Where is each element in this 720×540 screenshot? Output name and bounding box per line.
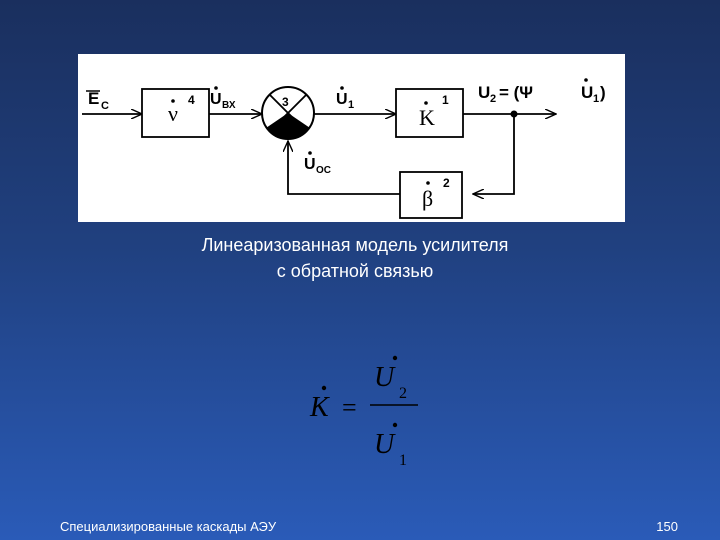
block-k-dot bbox=[424, 101, 428, 105]
u-oc-dot bbox=[308, 151, 312, 155]
input-label-sub: C bbox=[101, 100, 109, 112]
formula-numerator-sub: 2 bbox=[399, 385, 407, 402]
formula-denominator-sub: 1 bbox=[399, 452, 407, 469]
u-oc-sub: OC bbox=[316, 165, 331, 176]
summator-num: 3 bbox=[282, 95, 289, 109]
diagram-caption: Линеаризованная модель усилителя с обрат… bbox=[100, 232, 610, 284]
output-label-u: U bbox=[581, 83, 593, 102]
block-nu-num: 4 bbox=[188, 93, 195, 107]
output-label-u-sub: 1 bbox=[593, 93, 599, 105]
formula-denominator-dot bbox=[392, 422, 398, 428]
output-label-rest: = (Ψ bbox=[499, 83, 533, 102]
block-diagram-svg: E C ν 4 U ВХ 3 U 1 K 1 bbox=[82, 78, 606, 219]
formula-lhs-dot bbox=[321, 385, 327, 391]
block-nu bbox=[141, 88, 210, 138]
block-k bbox=[395, 88, 464, 138]
output-u-dot bbox=[584, 78, 588, 82]
footer-page-number: 150 bbox=[656, 519, 678, 534]
u1-label: U bbox=[336, 91, 348, 108]
u-vx-dot bbox=[214, 86, 218, 90]
formula-denominator: U bbox=[374, 429, 396, 460]
block-nu-dot bbox=[171, 99, 175, 103]
formula-numerator-dot bbox=[392, 355, 398, 361]
u1-dot bbox=[340, 86, 344, 90]
feedback-to-summator bbox=[288, 141, 400, 195]
output-label-sub: 2 bbox=[490, 93, 496, 105]
caption-line-1: Линеаризованная модель усилителя bbox=[201, 235, 509, 255]
formula-lhs: K bbox=[309, 392, 330, 423]
u-oc-label: U bbox=[304, 156, 316, 173]
summator-cross-b bbox=[268, 93, 308, 133]
formula-equals: = bbox=[342, 393, 357, 422]
formula-numerator: U bbox=[374, 362, 396, 393]
output-label: U bbox=[478, 83, 490, 102]
block-beta-dot bbox=[426, 181, 430, 185]
gain-formula-svg: K = U 2 U 1 bbox=[309, 355, 418, 469]
block-k-symbol: K bbox=[419, 105, 435, 130]
block-diagram: E C ν 4 U ВХ 3 U 1 K 1 bbox=[78, 54, 625, 222]
u-vx-label: U bbox=[210, 91, 222, 108]
block-nu-symbol: ν bbox=[168, 101, 178, 126]
input-label: E bbox=[88, 89, 99, 108]
output-label-close: ) bbox=[600, 83, 606, 102]
caption-line-2: с обратной связью bbox=[276, 261, 434, 281]
block-k-num: 1 bbox=[442, 93, 449, 107]
feedback-to-beta bbox=[473, 114, 515, 194]
summator-sector bbox=[266, 113, 310, 139]
u-vx-sub: ВХ bbox=[222, 100, 236, 111]
block-beta-symbol: β bbox=[422, 186, 433, 211]
block-beta bbox=[399, 171, 463, 219]
block-beta-num: 2 bbox=[443, 176, 450, 190]
footer-course-title: Специализированные каскады АЭУ bbox=[60, 519, 277, 534]
gain-formula: K = U 2 U 1 bbox=[300, 352, 440, 482]
u1-sub: 1 bbox=[348, 99, 354, 111]
